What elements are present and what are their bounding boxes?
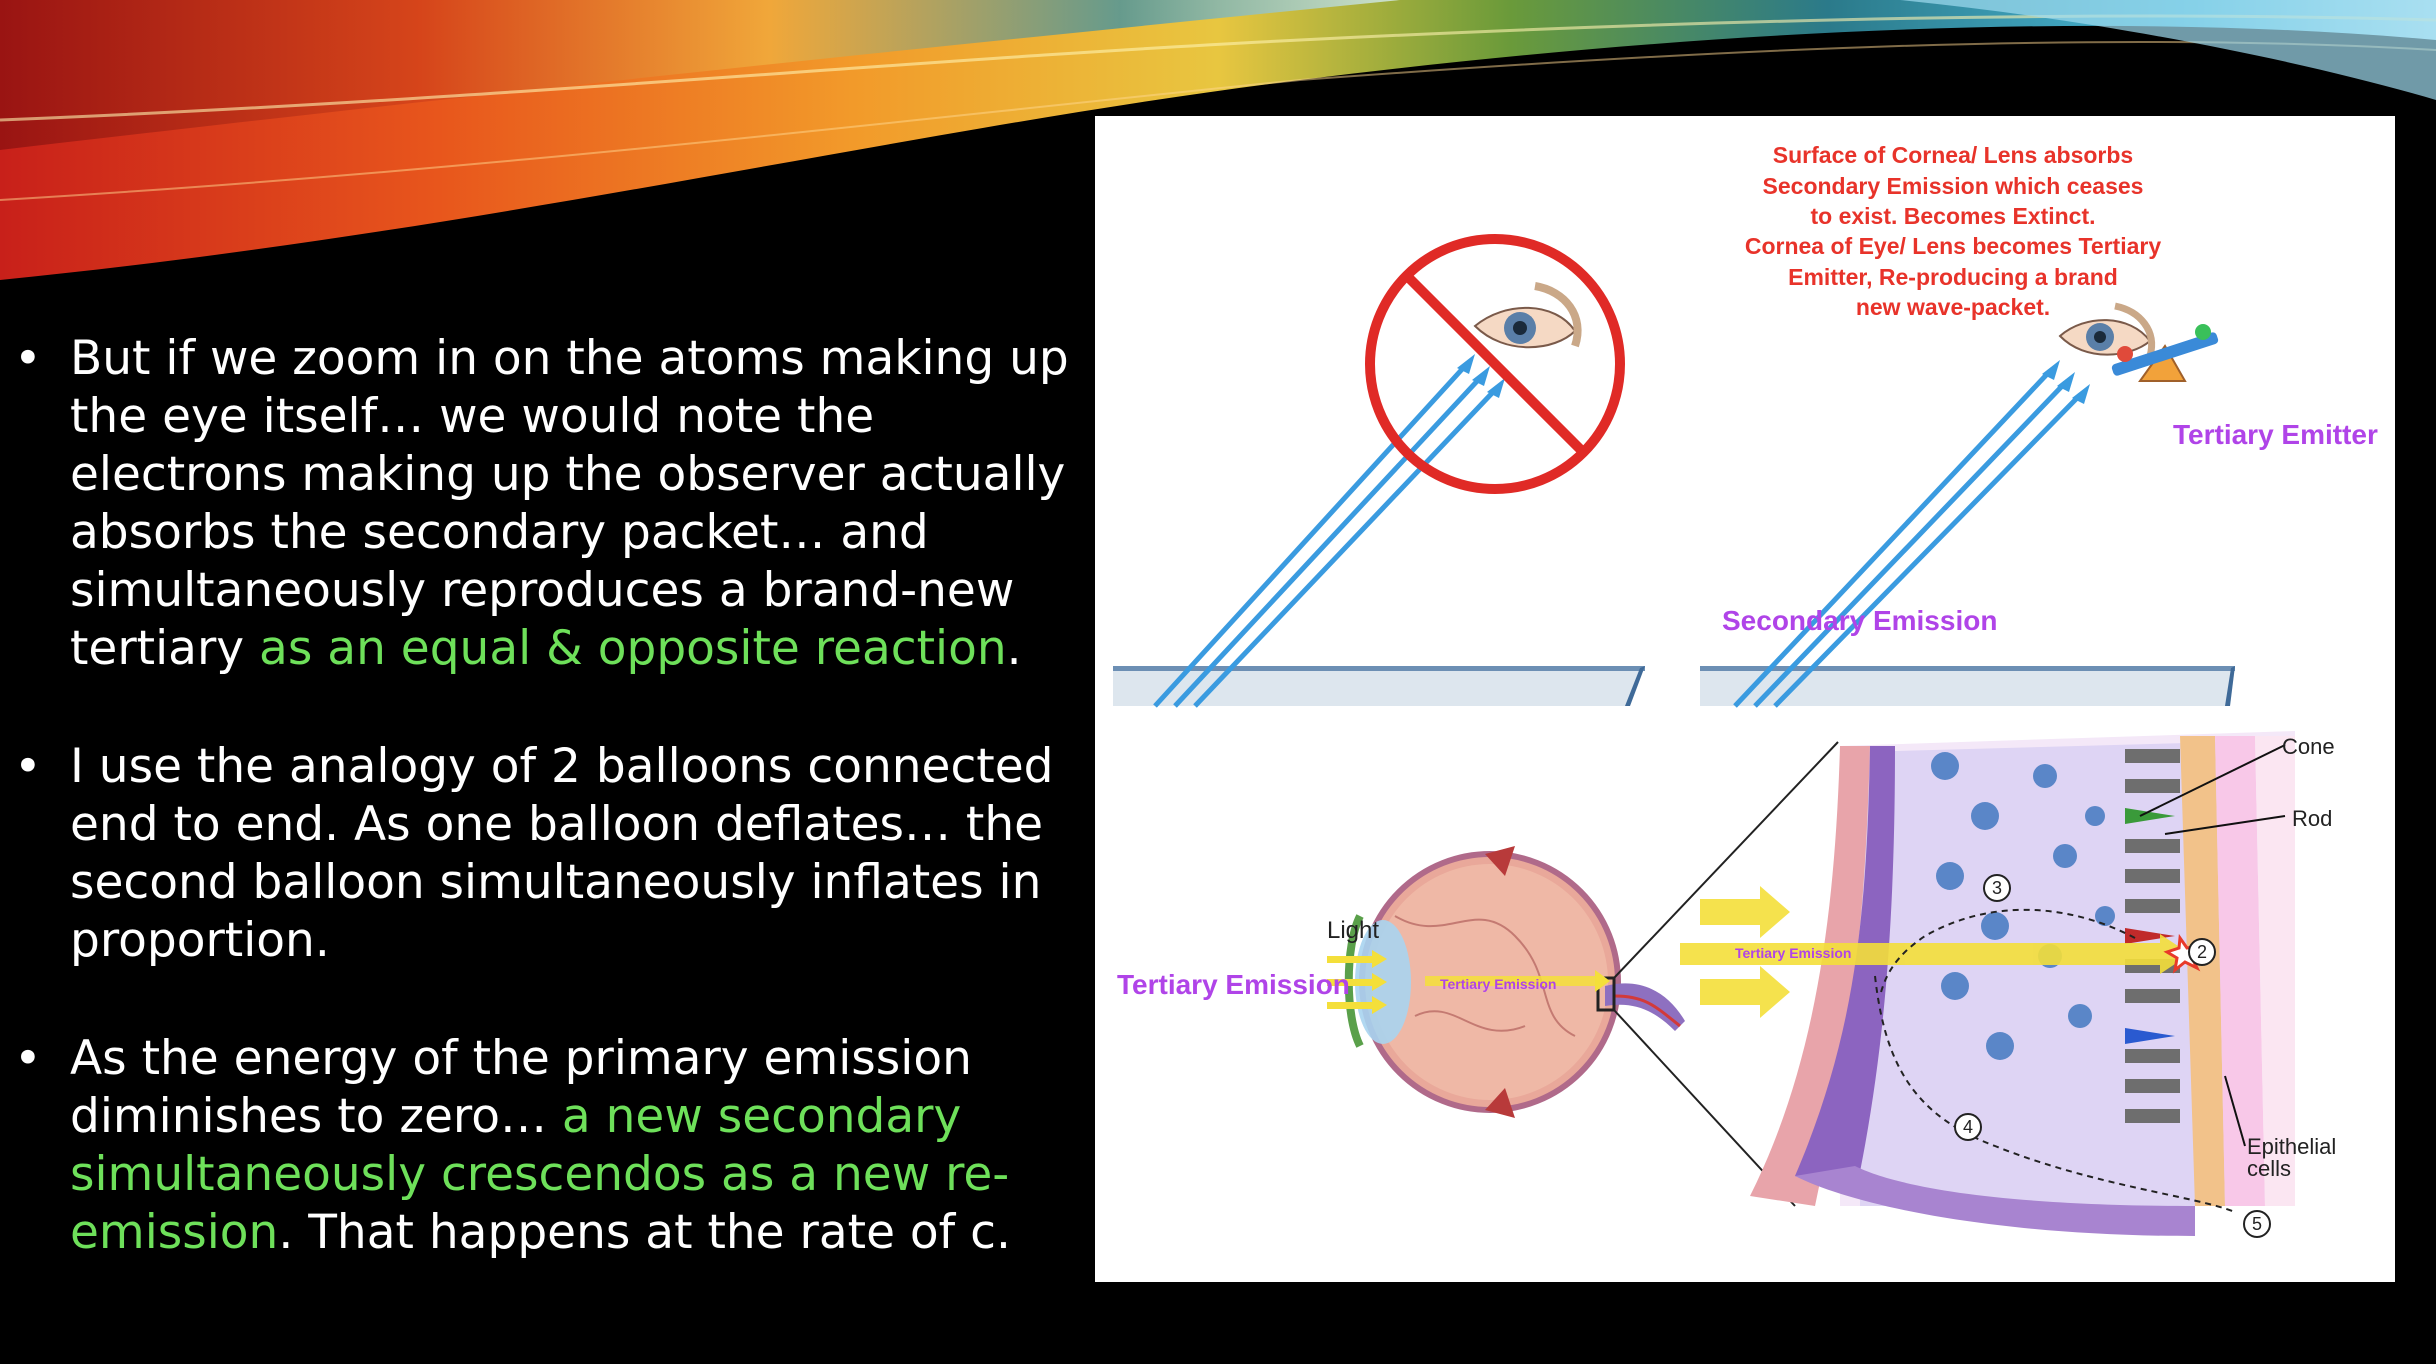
secondary-beams-right (1733, 369, 2082, 708)
bullet-text: As the energy of the primary emission di… (70, 1031, 972, 1144)
caption-line: to exist. Becomes Extinct. (1810, 203, 2095, 229)
epithelial-label: cells (2247, 1156, 2291, 1181)
tertiary-emission-beam-label: Tertiary Emission (1735, 945, 1851, 961)
cone-green (2125, 808, 2175, 824)
bullet-text: But if we zoom in on the atoms making up… (70, 331, 1069, 676)
rods (2125, 749, 2180, 1123)
retina-arrows (1680, 886, 2190, 1018)
caption-line: new wave-packet. (1856, 294, 2050, 320)
cone-label: Cone (2282, 734, 2335, 759)
bullet-item: • As the energy of the primary emission d… (0, 1030, 1080, 1262)
bullet-dot: • (14, 739, 42, 794)
light-arrows (1327, 950, 1610, 1014)
bullet-list: • But if we zoom in on the atoms making u… (0, 330, 1080, 1262)
panel-right: Surface of Cornea/ Lens absorbs Secondar… (1700, 142, 2378, 708)
eye-icon (1473, 282, 1582, 349)
tertiary-emitter-label: Tertiary Emitter (2173, 419, 2378, 450)
epithelial-label: Epithelial (2247, 1134, 2336, 1159)
eye-figure: Surface of Cornea/ Lens absorbs Secondar… (1095, 116, 2395, 1282)
secondary-beams-left (1153, 364, 1497, 708)
panel-left (1113, 234, 1645, 708)
bullet-text: I use the analogy of 2 balloons connecte… (70, 739, 1054, 968)
prohibition-icon (1365, 234, 1625, 494)
caption-line: Secondary Emission which ceases (1763, 173, 2144, 199)
caption-line: Cornea of Eye/ Lens becomes Tertiary (1745, 233, 2161, 259)
step-markers (1954, 874, 2271, 1238)
secondary-emission-label: Secondary Emission (1722, 605, 1997, 636)
seesaw-icon (2111, 324, 2219, 382)
decorative-swoosh (0, 0, 2436, 280)
rod-label: Rod (2292, 806, 2332, 831)
bullet-dot: • (14, 1031, 42, 1086)
eye-icon (2058, 302, 2155, 357)
bullet-text: . (1006, 621, 1022, 676)
cone-blue (2125, 1028, 2175, 1044)
step-marker-label: 4 (1963, 1117, 1973, 1137)
caption-line: Surface of Cornea/ Lens absorbs (1773, 142, 2133, 168)
bullet-highlight: as an equal & opposite reaction (259, 621, 1007, 676)
zoom-box (1596, 976, 1616, 1012)
bullet-item: • I use the analogy of 2 balloons connect… (0, 738, 1080, 970)
caption-line: Emitter, Re-producing a brand (1788, 264, 2118, 290)
step-marker-label: 5 (2252, 1214, 2262, 1234)
bullet-dot: • (14, 331, 42, 386)
epithelial-layer (2180, 736, 2225, 1206)
eye-diagram: Light Tertiary Emission Tertiary Emissio… (1117, 741, 1839, 1207)
step-marker-label: 2 (2197, 942, 2207, 962)
figure-svg: Surface of Cornea/ Lens absorbs Secondar… (1113, 142, 2378, 1238)
bullet-text: . That happens at the rate of c. (278, 1205, 1011, 1260)
tertiary-emission-small-label: Tertiary Emission (1440, 976, 1556, 992)
step-marker-label: 3 (1992, 878, 2002, 898)
bullet-highlight: a new secondary simultaneously crescendo… (70, 1089, 1010, 1260)
tertiary-emission-label: Tertiary Emission (1117, 969, 1350, 1000)
light-label: Light (1327, 917, 1379, 944)
cone-red (2125, 928, 2175, 944)
caption: Surface of Cornea/ Lens absorbs Secondar… (1745, 142, 2161, 320)
bullet-item: • But if we zoom in on the atoms making u… (0, 330, 1080, 678)
retina-detail: Tertiary Emission 2 3 4 5 Con (1680, 731, 2336, 1238)
